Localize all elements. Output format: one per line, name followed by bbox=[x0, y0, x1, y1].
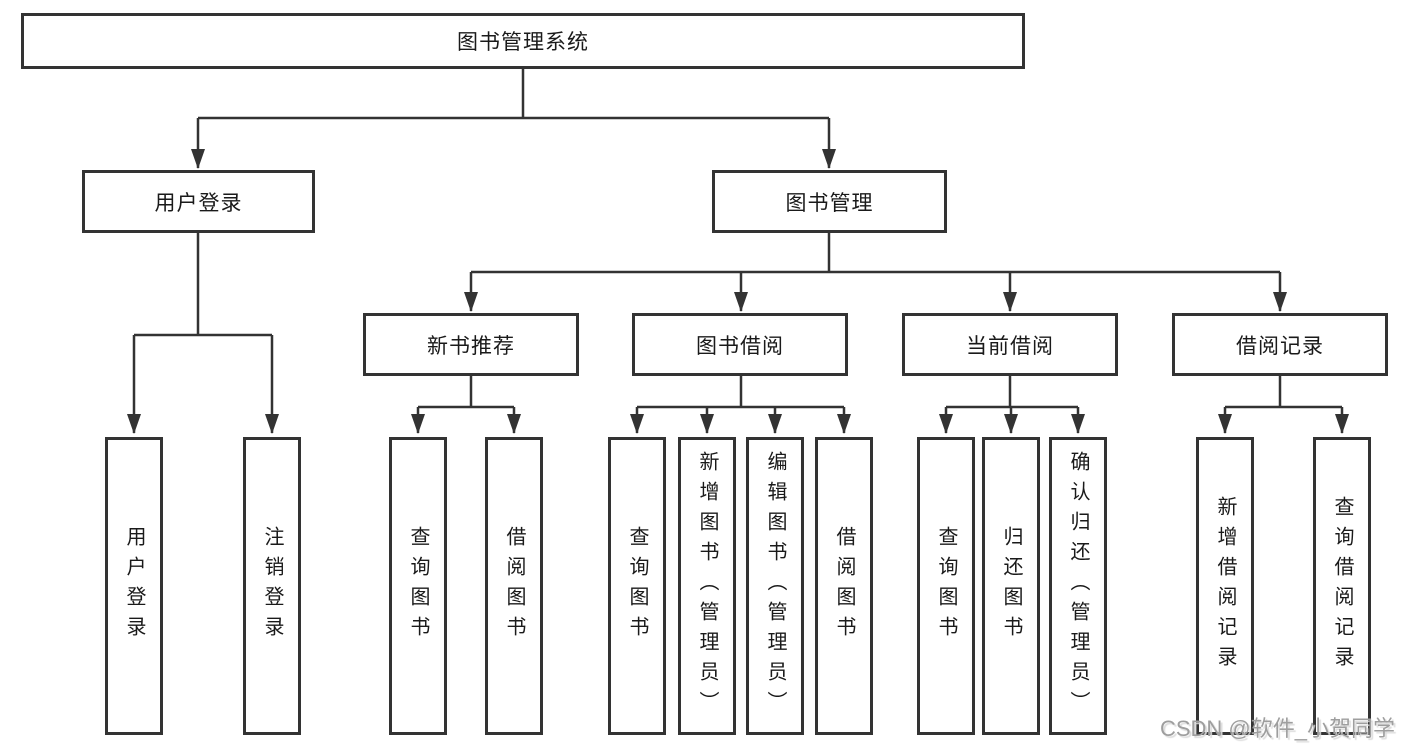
node-edit-books-admin: 编辑图书（管理员） bbox=[746, 437, 804, 735]
node-do-user-login-label: 用户登录 bbox=[123, 526, 145, 646]
node-current-borrowing-label: 当前借阅 bbox=[966, 334, 1054, 358]
node-borrowing-records: 借阅记录 bbox=[1172, 313, 1388, 376]
node-borrowing-records-label: 借阅记录 bbox=[1236, 334, 1324, 358]
node-book-borrowing: 图书借阅 bbox=[632, 313, 848, 376]
node-current-query-books-label: 查询图书 bbox=[935, 526, 957, 646]
node-book-borrowing-label: 图书借阅 bbox=[696, 334, 784, 358]
node-query-borrow-record: 查询借阅记录 bbox=[1313, 437, 1371, 735]
node-query-borrow-record-label: 查询借阅记录 bbox=[1331, 496, 1353, 676]
node-library-system-label: 图书管理系统 bbox=[457, 31, 589, 54]
node-borrowing-query-books: 查询图书 bbox=[608, 437, 666, 735]
node-recommend-borrow-books: 借阅图书 bbox=[485, 437, 543, 735]
csdn-watermark: CSDN @软件_小贺同学 bbox=[1159, 716, 1395, 741]
node-edit-books-admin-label: 编辑图书（管理员） bbox=[764, 451, 786, 721]
node-confirm-return-admin-label: 确认归还（管理员） bbox=[1067, 451, 1089, 721]
node-add-borrow-record-label: 新增借阅记录 bbox=[1214, 496, 1236, 676]
node-add-borrow-record: 新增借阅记录 bbox=[1196, 437, 1254, 735]
node-logout-label: 注销登录 bbox=[261, 526, 283, 646]
node-do-user-login: 用户登录 bbox=[105, 437, 163, 735]
node-book-management: 图书管理 bbox=[712, 170, 947, 233]
node-book-management-label: 图书管理 bbox=[785, 191, 874, 215]
node-add-books-admin-label: 新增图书（管理员） bbox=[696, 451, 718, 721]
node-recommend-query-books-label: 查询图书 bbox=[407, 526, 429, 646]
node-borrowing-borrow-books-label: 借阅图书 bbox=[833, 526, 855, 646]
node-new-book-recommend-label: 新书推荐 bbox=[427, 334, 515, 358]
node-new-book-recommend: 新书推荐 bbox=[363, 313, 579, 376]
node-add-books-admin: 新增图书（管理员） bbox=[678, 437, 736, 735]
node-confirm-return-admin: 确认归还（管理员） bbox=[1049, 437, 1107, 735]
node-user-login-label: 用户登录 bbox=[154, 191, 243, 215]
node-borrowing-borrow-books: 借阅图书 bbox=[815, 437, 873, 735]
node-return-books: 归还图书 bbox=[982, 437, 1040, 735]
node-recommend-query-books: 查询图书 bbox=[389, 437, 447, 735]
node-user-login: 用户登录 bbox=[82, 170, 315, 233]
node-return-books-label: 归还图书 bbox=[1000, 526, 1022, 646]
node-current-query-books: 查询图书 bbox=[917, 437, 975, 735]
node-library-system: 图书管理系统 bbox=[21, 13, 1025, 69]
node-logout: 注销登录 bbox=[243, 437, 301, 735]
node-recommend-borrow-books-label: 借阅图书 bbox=[503, 526, 525, 646]
node-current-borrowing: 当前借阅 bbox=[902, 313, 1118, 376]
node-borrowing-query-books-label: 查询图书 bbox=[626, 526, 648, 646]
